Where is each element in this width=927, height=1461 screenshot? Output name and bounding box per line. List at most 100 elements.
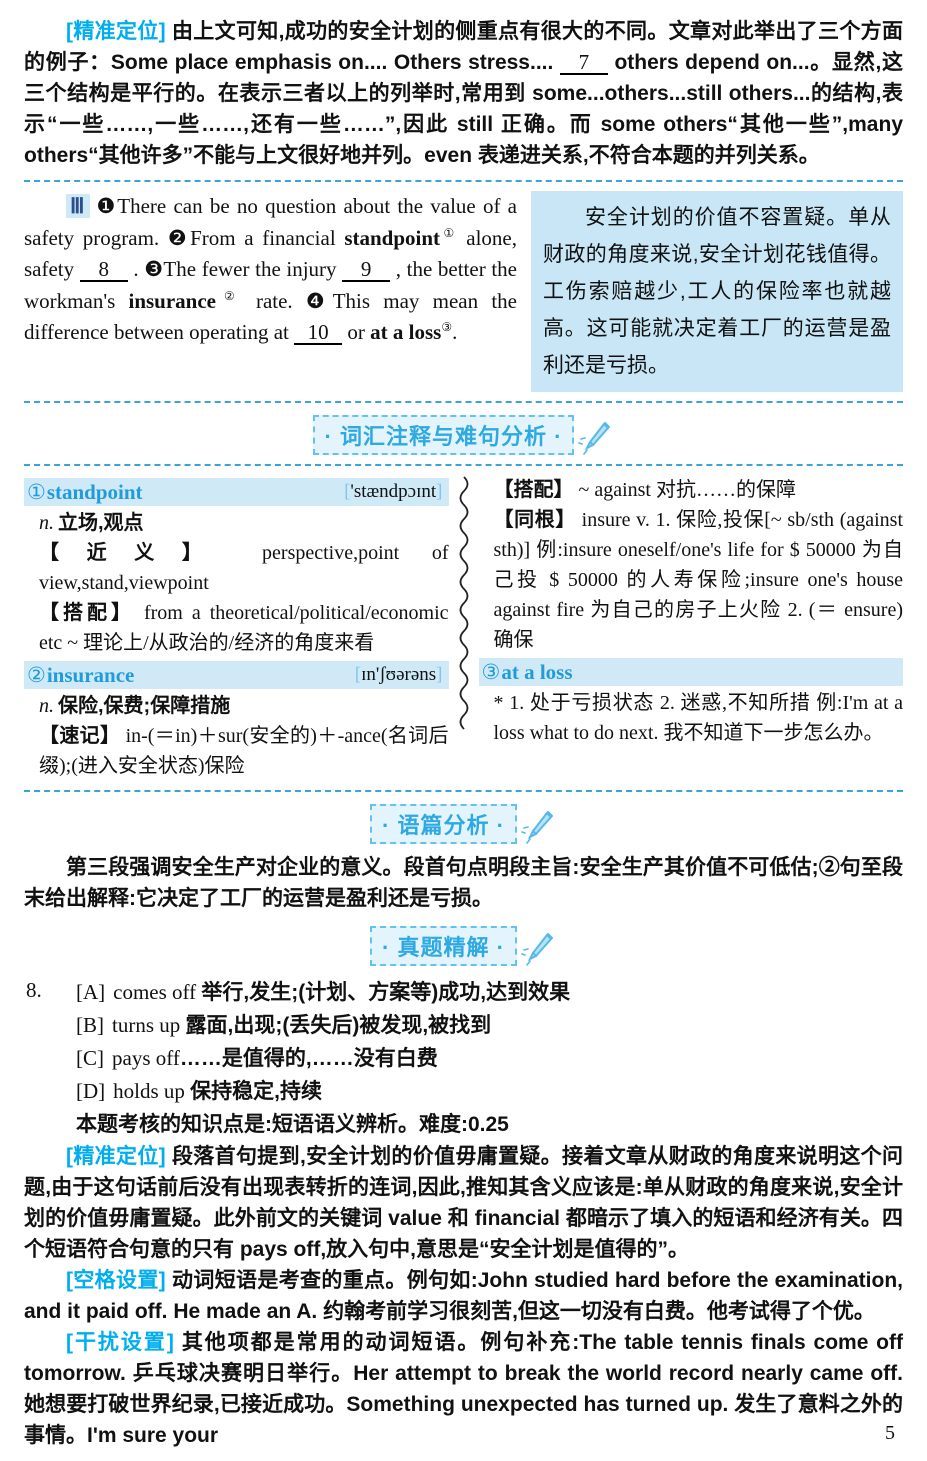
- entry-pronunciation: ['stændpɔɪnt]: [344, 481, 442, 503]
- pron-bracket: ]: [436, 481, 443, 502]
- dashed-separator: [24, 401, 903, 403]
- option-tag: [D]: [76, 1079, 106, 1103]
- pron-bracket: [: [354, 664, 362, 685]
- entry-pronunciation: [ɪn'ʃʊərəns]: [355, 664, 443, 686]
- entry-definition-line: * 1. 处于亏损状态 2. 迷惑,不知所措 例:I'm at a loss w…: [479, 688, 904, 748]
- exam-header-row: · 真题精解 ·: [24, 926, 903, 966]
- collocation-label: 【搭配】: [493, 479, 574, 501]
- section-header-exam: · 真题精解 ·: [370, 926, 517, 966]
- vocab-entry-insurance: ②insurance [ɪn'ʃʊərəns]: [24, 661, 449, 689]
- entry-number: ①: [27, 479, 46, 504]
- pron-bracket: [: [344, 481, 351, 502]
- pen-icon: [578, 422, 611, 455]
- wavy-divider-icon: [459, 476, 468, 730]
- question-number: 8.: [26, 978, 42, 1002]
- top-analysis-post: others depend on...。显然,这三个结构是平行的。在表示三者以上…: [24, 51, 903, 167]
- option-phrase: turns up: [112, 1013, 186, 1037]
- option-a: [A]comes off 举行,发生;(计划、方案等)成功,达到效果: [76, 976, 903, 1009]
- footnote-ref-1: ①: [440, 225, 458, 240]
- entry-word-text: insurance: [46, 662, 135, 687]
- vocab-phrase-at-a-loss: at a loss: [370, 320, 442, 344]
- option-gloss: 露面,出现;(丢失后)被发现,被找到: [185, 1014, 492, 1037]
- vocab-entry-standpoint: ①standpoint ['stændpɔɪnt]: [24, 478, 449, 506]
- synonym-label: 【近义】: [39, 542, 230, 564]
- option-c: [C]pays off……是值得的,……没有白费: [76, 1042, 903, 1075]
- blank-setting-tag: [空格设置]: [66, 1269, 166, 1292]
- passage-seg-4: , the better the workman's: [24, 257, 517, 313]
- collocation-label: 【搭配】: [39, 602, 135, 624]
- vocab-right-column: 【搭配】 ~ against 对抗……的保障 【同根】 insure v. 1.…: [478, 475, 904, 781]
- distractor-setting-tag: [干扰设置]: [66, 1331, 174, 1354]
- option-phrase: holds up: [113, 1079, 191, 1103]
- passage-seg-3: . ❸The fewer the injury: [127, 257, 343, 281]
- mnemonic-text: in-(＝in)＋sur(安全的)＋-ance(名词后缀);(进入安全状态)保险: [39, 725, 449, 777]
- option-phrase: pays off: [112, 1046, 180, 1070]
- option-tag: [A]: [76, 980, 106, 1004]
- footnote-ref-3: ③: [441, 320, 453, 334]
- blank-10: 10: [294, 321, 343, 345]
- option-gloss: 举行,发生;(计划、方案等)成功,达到效果: [201, 981, 571, 1004]
- section-header-vocab: · 词汇注释与难句分析 ·: [312, 415, 575, 455]
- vocab-left-column: ①standpoint ['stændpɔɪnt] n.立场,观点 【近义】 p…: [24, 475, 449, 781]
- entry-collocation-line: 【搭配】 from a theoretical/political/econom…: [24, 598, 449, 658]
- root-label: 【同根】: [493, 509, 577, 531]
- discourse-header-row: · 语篇分析 ·: [24, 804, 903, 844]
- option-b: [B] turns up 露面,出现;(丢失后)被发现,被找到: [76, 1009, 903, 1042]
- collocation-text: from a theoretical/political/economic et…: [39, 602, 449, 654]
- entry-word: ①standpoint: [27, 480, 143, 505]
- entry-mnemonic-line: 【速记】 in-(＝in)＋sur(安全的)＋-ance(名词后缀);(进入安全…: [24, 721, 449, 781]
- entry-pos-line: n.立场,观点: [24, 508, 449, 538]
- entry-number: ②: [27, 662, 46, 687]
- pron-bracket: ]: [436, 664, 443, 685]
- precise-location-tag: [精准定位]: [66, 1145, 166, 1168]
- passage-seg-1: ❶There can be no question about the valu…: [24, 194, 518, 250]
- pos-text: 保险,保费;保障措施: [58, 695, 231, 717]
- explanation-precise-location: [精准定位]段落首句提到,安全计划的价值毋庸置疑。接着文章从财政的角度来说明这个…: [24, 1141, 903, 1265]
- translation-text: 安全计划的价值不容置疑。单从财政的角度来说,安全计划花钱值得。工伤索赔越少,工人…: [543, 206, 891, 377]
- passage-seg-7: .: [452, 320, 458, 344]
- pos-label: n.: [39, 695, 54, 717]
- top-analysis-pre: 由上文可知,成功的安全计划的侧重点有很大的不同。文章对此举出了三个方面的例子：S…: [24, 20, 903, 74]
- option-d: [D] holds up 保持稳定,持续: [76, 1075, 903, 1108]
- pron-text: 'stændpɔɪnt: [350, 481, 437, 502]
- blank-9: 9: [342, 258, 391, 282]
- entry-word: ③at a loss: [482, 660, 573, 685]
- entry-pos-line: n.保险,保费;保障措施: [24, 691, 449, 721]
- passage-seg-5: rate. ❹This may mean the difference betw…: [24, 288, 517, 345]
- passage-seg-6: or: [342, 320, 371, 344]
- translation-box: 安全计划的价值不容置疑。单从财政的角度来说,安全计划花钱值得。工伤索赔越少,工人…: [531, 191, 903, 392]
- precise-location-tag: [精准定位]: [66, 20, 166, 43]
- entry-word: ②insurance: [27, 663, 134, 688]
- section-header-discourse: · 语篇分析 ·: [370, 804, 517, 844]
- question-note: 本题考核的知识点是:短语语义辨析。难度:0.25: [76, 1113, 509, 1136]
- discourse-analysis-paragraph: 第三段强调安全生产对企业的意义。段首句点明段主旨:安全生产其价值不可低估;②句至…: [24, 856, 903, 910]
- vocab-entry-at-a-loss: ③at a loss: [478, 658, 903, 686]
- root-text: insure v. 1. 保险,投保[~ sb/sth (against sth…: [493, 509, 904, 651]
- dashed-separator: [24, 180, 903, 182]
- pron-text: ɪn'ʃʊərəns: [361, 664, 437, 685]
- top-analysis-paragraph: [精准定位]由上文可知,成功的安全计划的侧重点有很大的不同。文章对此举出了三个方…: [24, 16, 903, 171]
- synonym-text: perspective,point of view,stand,viewpoin…: [39, 542, 449, 594]
- vocab-word-standpoint: standpoint: [344, 225, 441, 250]
- explanation-distractor-setting: [干扰设置]其他项都是常用的动词短语。例句补充:The table tennis…: [24, 1327, 903, 1451]
- entry-word-text: at a loss: [501, 659, 573, 684]
- blank-8: 8: [79, 258, 128, 282]
- option-tag: [B]: [76, 1013, 104, 1037]
- vocab-header-row: · 词汇注释与难句分析 ·: [24, 415, 903, 455]
- question-8: 8. [A]comes off 举行,发生;(计划、方案等)成功,达到效果 [B…: [24, 976, 903, 1141]
- entry-number: ③: [481, 659, 501, 684]
- explanation-text: 段落首句提到,安全计划的价值毋庸置疑。接着文章从财政的角度来说明这个问题,由于这…: [24, 1145, 903, 1261]
- definition-text: * 1. 处于亏损状态 2. 迷惑,不知所措 例:I'm at a loss w…: [493, 692, 904, 744]
- entry-collocation-line: 【搭配】 ~ against 对抗……的保障: [479, 475, 904, 505]
- dashed-separator: [24, 790, 903, 792]
- vocab-section: ①standpoint ['stændpɔɪnt] n.立场,观点 【近义】 p…: [24, 475, 903, 781]
- dashed-separator: [24, 464, 903, 466]
- entry-word-text: standpoint: [46, 479, 143, 504]
- explanation-text: 动词短语是考查的重点。例句如:John studied hard before …: [24, 1269, 903, 1323]
- pen-icon: [521, 933, 553, 966]
- entry-root-line: 【同根】 insure v. 1. 保险,投保[~ sb/sth (agains…: [479, 505, 904, 655]
- option-gloss: 保持稳定,持续: [190, 1080, 323, 1103]
